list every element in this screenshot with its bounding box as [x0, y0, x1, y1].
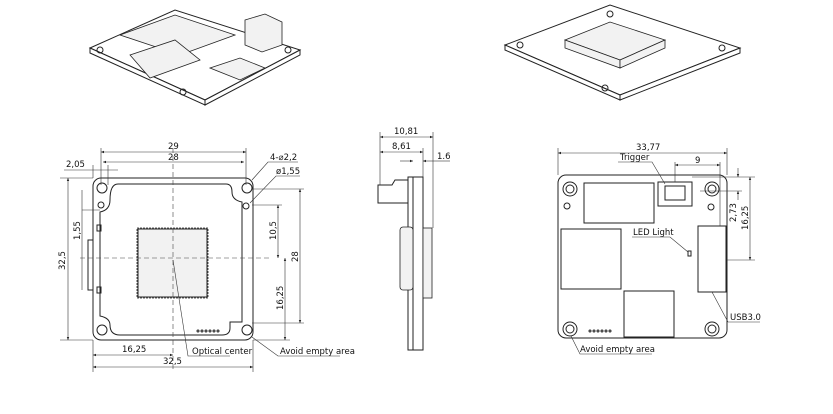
dim-8-61: 8,61 [392, 142, 411, 152]
dim-2-73: 2,73 [729, 203, 739, 222]
avoid-empty-area-label-back: Avoid empty area [580, 345, 655, 355]
trigger-label: Trigger [619, 153, 650, 163]
dim-16-25-vertical: 16,25 [276, 286, 286, 310]
dim-28: 28 [168, 153, 179, 163]
dim-1-55: 1,55 [73, 221, 83, 240]
dim-28-vertical: 28 [291, 251, 301, 262]
dim-33-77: 33,77 [636, 143, 660, 153]
isometric-view-back [503, 4, 742, 101]
dim-holes-small: ø1,55 [276, 167, 300, 177]
avoid-empty-area-label: Avoid empty area [280, 347, 355, 357]
pin-dots [588, 329, 612, 333]
usb3-label: USB3.0 [730, 313, 761, 323]
dim-16-25: 16,25 [122, 345, 146, 355]
side-view: 10,81 8,61 1.6 [377, 127, 451, 351]
dim-2-05: 2,05 [66, 160, 85, 170]
dim-10-81: 10,81 [394, 127, 418, 137]
dim-16-25-back: 16,25 [741, 206, 751, 230]
back-view: 33,77 Trigger 9 2,73 16,25 LED Light USB… [557, 143, 761, 355]
led-light-label: LED Light [633, 228, 674, 238]
dim-9: 9 [695, 156, 700, 166]
pin-dots [196, 329, 220, 333]
dim-32-5-vertical: 32,5 [58, 251, 68, 270]
dim-10-5: 10,5 [269, 221, 279, 240]
dim-1-6: 1.6 [437, 152, 451, 162]
front-view: 29 28 2,05 4-⌀2,2 ø1,55 32,5 1,55 10,5 2… [58, 142, 355, 372]
dim-32-5: 32,5 [163, 357, 182, 367]
optical-center-label: Optical center [192, 347, 253, 357]
isometric-view-front [88, 9, 302, 106]
dim-holes-large: 4-⌀2,2 [270, 153, 297, 163]
dim-29: 29 [168, 142, 179, 152]
